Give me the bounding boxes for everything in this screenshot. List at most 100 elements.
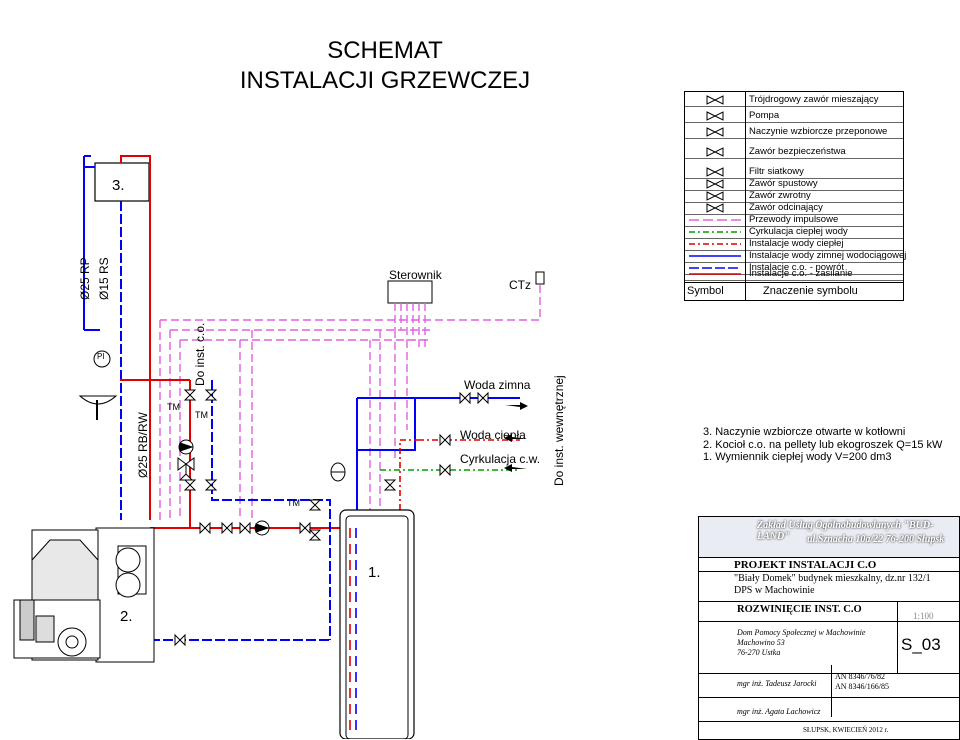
drain-valve-icon xyxy=(706,179,724,189)
legend-item-label: Instalacje c.o. - zasilanie xyxy=(749,268,853,279)
hot-water-label: Woda ciepła xyxy=(460,428,526,442)
legend: Symbol Znaczenie symbolu Trójdrogowy zaw… xyxy=(684,91,907,301)
company-banner: Zakład Usług Ogólnobudowlanych "BUD-LAND… xyxy=(699,517,959,557)
note-2: 2. Kocioł c.o. na pellety lub ekogroszek… xyxy=(703,438,943,451)
legend-item-label: Naczynie wzbiorcze przeponowe xyxy=(749,126,888,137)
notes: 3. Naczynie wzbiorcze otwarte w kotłowni… xyxy=(703,426,942,464)
pumps xyxy=(178,439,270,536)
circulation-label: Cyrkulacja c.w. xyxy=(460,452,541,466)
tm-label-3: TM xyxy=(287,498,300,508)
cold-water-label: Woda zimna xyxy=(464,378,531,392)
investor-line-2: Machowino 53 xyxy=(737,638,785,647)
sheet-number: S_03 xyxy=(901,635,941,654)
line-sample-icon xyxy=(689,273,741,275)
legend-item: Instalacje c.o. - powrót xyxy=(685,262,903,275)
pi-label: PI xyxy=(97,352,105,361)
legend-item: Instalacje wody zimnej wodociągowej xyxy=(685,250,907,263)
title-block: Zakład Usług Ogólnobudowlanych "BUD-LAND… xyxy=(698,516,960,740)
place-date: SŁUPSK, KWIECIEŃ 2012 r. xyxy=(803,726,889,734)
legend-item-label: Instalacje wody ciepłej xyxy=(749,238,844,249)
legend-item-label: Cyrkulacja ciepłej wody xyxy=(749,226,848,237)
expansion-vessel xyxy=(330,462,346,482)
three-way-valve-icon xyxy=(706,95,724,105)
line-sample-icon xyxy=(689,231,741,233)
flow-arrows xyxy=(504,402,528,472)
legend-item-label: Przewody impulsowe xyxy=(749,214,839,225)
expansion-vessel-icon xyxy=(706,127,724,137)
title-line-1: SCHEMAT xyxy=(327,37,443,64)
legend-item: Zawór bezpieczeństwa xyxy=(685,146,903,159)
filter-icon xyxy=(706,167,724,177)
investor-line-3: 76-270 Ustka xyxy=(737,648,781,657)
legend-item-label: Zawór odcinający xyxy=(749,202,823,213)
legend-item-label: Zawór spustowy xyxy=(749,178,818,189)
project-title: PROJEKT INSTALACJI C.O xyxy=(734,559,877,571)
safety-valve-icon xyxy=(706,147,724,157)
pipe-rs-label: Ø15 RS xyxy=(97,257,111,300)
tm-label-2: TM xyxy=(195,410,208,420)
legend-item-label: Instalacje c.o. - powrót xyxy=(749,262,845,273)
legend-footer: Symbol Znaczenie symbolu xyxy=(685,282,903,301)
legend-item: Zawór odcinający xyxy=(685,202,903,215)
line-sample-icon xyxy=(689,219,741,221)
cold-water-lines xyxy=(356,397,520,520)
legend-item-label: Zawór zwrotny xyxy=(749,190,811,201)
controller-label: Sterownik xyxy=(389,268,442,282)
legend-item-label: Pompa xyxy=(749,110,780,121)
object-line-1: "Biały Domek" budynek mieszkalny, dz.nr … xyxy=(734,573,931,584)
co-supply-lines xyxy=(120,379,340,529)
note-1: 1. Wymiennik ciepłej wody V=200 dm3 xyxy=(703,451,892,463)
title-line-2: INSTALACJI GRZEWCZEJ xyxy=(239,67,531,94)
ctz-label: CTz xyxy=(509,278,531,292)
legend-item: Naczynie wzbiorcze przeponowe xyxy=(685,126,903,139)
object-line-2: DPS w Machowinie xyxy=(734,585,815,596)
legend-item: Zawór zwrotny xyxy=(685,190,903,203)
legend-item-label: Zawór bezpieczeństwa xyxy=(749,146,846,157)
legend-item: Pompa xyxy=(685,110,903,123)
legend-item: Przewody impulsowe xyxy=(685,214,903,227)
legend-item-label: Filtr siatkowy xyxy=(749,166,804,177)
hot-water-tank-1 xyxy=(339,509,415,739)
line-sample-icon xyxy=(689,243,741,245)
sink-pi xyxy=(78,350,118,420)
line-sample-icon xyxy=(689,267,741,269)
legend-item-label: Trójdrogowy zawór mieszający xyxy=(749,94,879,105)
company-name: Zakład Usług Ogólnobudowlanych "BUD-LAND… xyxy=(757,520,934,542)
scale: 1:100 xyxy=(913,611,934,621)
pipe-rp-label: Ø25 RP xyxy=(78,257,92,300)
investor-line-1: Dom Pomocy Społecznej w Machowinie xyxy=(737,628,866,637)
legend-item: Trójdrogowy zawór mieszający xyxy=(685,94,903,107)
do-inst-wewn-label: Do inst. wewnętrznej xyxy=(552,375,566,486)
legend-item: Instalacje c.o. - zasilanie xyxy=(685,268,903,281)
boiler-2 xyxy=(13,527,155,663)
legend-symbol-header: Symbol xyxy=(687,285,724,297)
controller xyxy=(159,271,545,520)
drafter: mgr inż. Agata Lachowicz xyxy=(737,707,821,716)
line-sample-icon xyxy=(689,255,741,257)
do-inst-co-label: Do inst. c.o. xyxy=(193,322,207,386)
legend-item: Instalacje wody ciepłej xyxy=(685,238,903,251)
note-3: 3. Naczynie wzbiorcze otwarte w kotłowni xyxy=(703,426,906,438)
valves xyxy=(174,389,489,647)
check-valve-icon xyxy=(706,191,724,201)
pipe-rbrw-label: Ø25 RB/RW xyxy=(136,412,150,478)
tank-1-label: 1. xyxy=(368,564,381,581)
expansion-tank-3 xyxy=(83,155,151,520)
license-1: AN 8346/76/82 xyxy=(835,672,885,681)
legend-meaning-header: Znaczenie symbolu xyxy=(763,285,858,297)
legend-item: Zawór spustowy xyxy=(685,178,903,191)
license-2: AN 8346/166/85 xyxy=(835,682,889,691)
mixing-valve xyxy=(177,457,195,481)
designer: mgr inż. Tadeusz Jarocki xyxy=(737,679,817,688)
legend-item: Filtr siatkowy xyxy=(685,166,903,179)
drawing-title: ROZWINIĘCIE INST. C.O xyxy=(737,604,862,615)
legend-item: Cyrkulacja ciepłej wody xyxy=(685,226,903,239)
company-address: ul.Sznacha 10a/22 76-200 Słupsk xyxy=(807,534,945,545)
tank-3-label: 3. xyxy=(112,177,125,194)
tm-label-1: TM xyxy=(167,402,180,412)
hot-water-lines xyxy=(399,439,520,510)
shutoff-valve-icon xyxy=(706,203,724,213)
pump-icon xyxy=(706,111,724,121)
legend-item-label: Instalacje wody zimnej wodociągowej xyxy=(749,250,907,261)
